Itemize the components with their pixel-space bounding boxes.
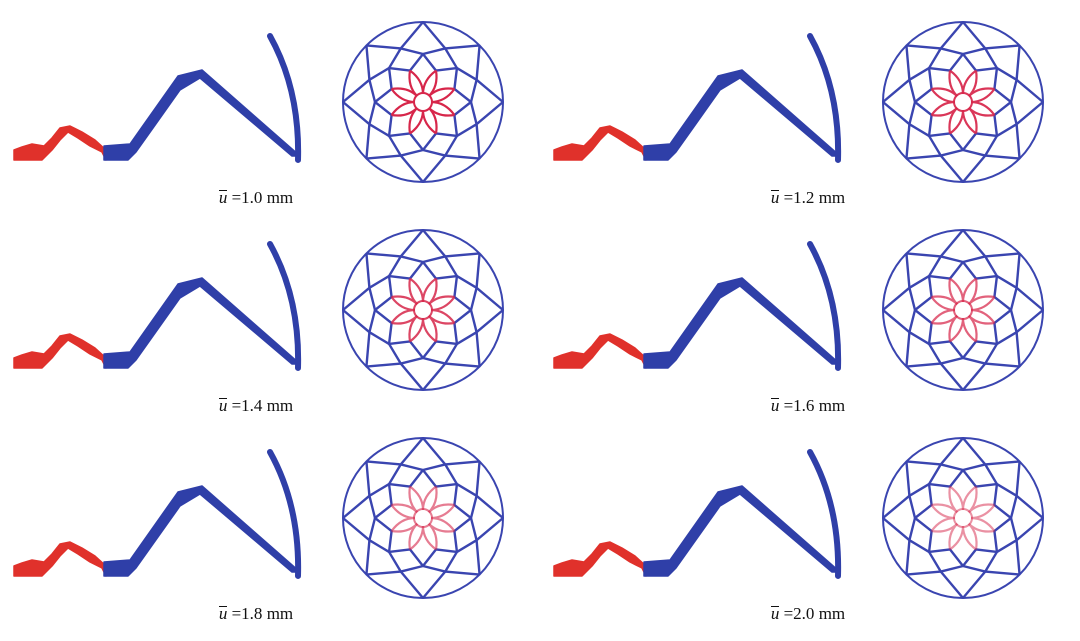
rosette-hub: [413, 508, 433, 528]
displacement-caption: u =2.0 mm: [708, 604, 908, 624]
inner-lattice: [930, 485, 996, 551]
displacement-caption: u =1.4 mm: [156, 396, 356, 416]
displacement-unit: mm: [814, 188, 846, 207]
inner-lattice: [390, 277, 456, 343]
outer-lattice: [882, 21, 1044, 183]
displacement-unit: mm: [814, 396, 846, 415]
displacement-value: =1.8: [227, 604, 263, 623]
stiff-segment: [103, 485, 301, 577]
displacement-symbol: u: [770, 396, 780, 415]
displacement-value: =2.0: [779, 604, 815, 623]
stiff-arm: [807, 33, 842, 163]
inner-lattice: [390, 485, 456, 551]
deformation-panel: u =2.0 mm: [540, 416, 1080, 629]
displacement-caption: u =1.8 mm: [156, 604, 356, 624]
inner-lattice: [930, 69, 996, 135]
displacement-value: =1.4: [227, 396, 263, 415]
stiff-segment: [643, 277, 841, 369]
displacement-symbol: u: [218, 188, 228, 207]
displacement-value: =1.6: [779, 396, 815, 415]
soft-segment: [13, 541, 107, 577]
displacement-value: =1.0: [227, 188, 263, 207]
stiff-segment: [643, 485, 841, 577]
soft-segment: [553, 333, 647, 369]
stiff-segment: [103, 69, 301, 161]
displacement-unit: mm: [262, 188, 294, 207]
displacement-caption: u =1.0 mm: [156, 188, 356, 208]
beam-profile: [553, 241, 842, 371]
beam-profile: [553, 33, 842, 163]
stiff-arm: [267, 241, 302, 371]
rosette-hub: [953, 300, 973, 320]
rosette-hub: [953, 92, 973, 112]
beam-profile: [13, 449, 302, 579]
inner-lattice: [390, 69, 456, 135]
rosette-hub: [413, 92, 433, 112]
soft-segment: [13, 125, 107, 161]
soft-segment: [13, 333, 107, 369]
stiff-arm: [267, 449, 302, 579]
soft-segment: [553, 125, 647, 161]
beam-profile: [553, 449, 842, 579]
rosette-hub: [953, 508, 973, 528]
displacement-symbol: u: [218, 396, 228, 415]
outer-lattice: [342, 21, 504, 183]
inner-lattice: [930, 277, 996, 343]
displacement-symbol: u: [770, 188, 780, 207]
displacement-caption: u =1.2 mm: [708, 188, 908, 208]
deformation-panel: u =1.8 mm: [0, 416, 540, 629]
displacement-unit: mm: [262, 604, 294, 623]
lattice-rosette: [342, 437, 504, 599]
outer-lattice: [882, 437, 1044, 599]
stiff-segment: [103, 277, 301, 369]
stiff-arm: [807, 449, 842, 579]
stiff-segment: [643, 69, 841, 161]
lattice-rosette: [342, 229, 504, 391]
deformation-panel: u =1.2 mm: [540, 0, 1080, 213]
displacement-value: =1.2: [779, 188, 815, 207]
displacement-caption: u =1.6 mm: [708, 396, 908, 416]
soft-segment: [553, 541, 647, 577]
displacement-unit: mm: [262, 396, 294, 415]
deformation-panel: u =1.0 mm: [0, 0, 540, 213]
lattice-rosette: [882, 229, 1044, 391]
deformation-panel: u =1.6 mm: [540, 208, 1080, 421]
lattice-rosette: [882, 21, 1044, 183]
lattice-rosette: [342, 21, 504, 183]
beam-profile: [13, 241, 302, 371]
displacement-symbol: u: [770, 604, 780, 623]
outer-lattice: [342, 437, 504, 599]
displacement-unit: mm: [814, 604, 846, 623]
stiff-arm: [267, 33, 302, 163]
deformation-panel: u =1.4 mm: [0, 208, 540, 421]
outer-lattice: [342, 229, 504, 391]
lattice-rosette: [882, 437, 1044, 599]
beam-profile: [13, 33, 302, 163]
displacement-symbol: u: [218, 604, 228, 623]
rosette-hub: [413, 300, 433, 320]
stiff-arm: [807, 241, 842, 371]
